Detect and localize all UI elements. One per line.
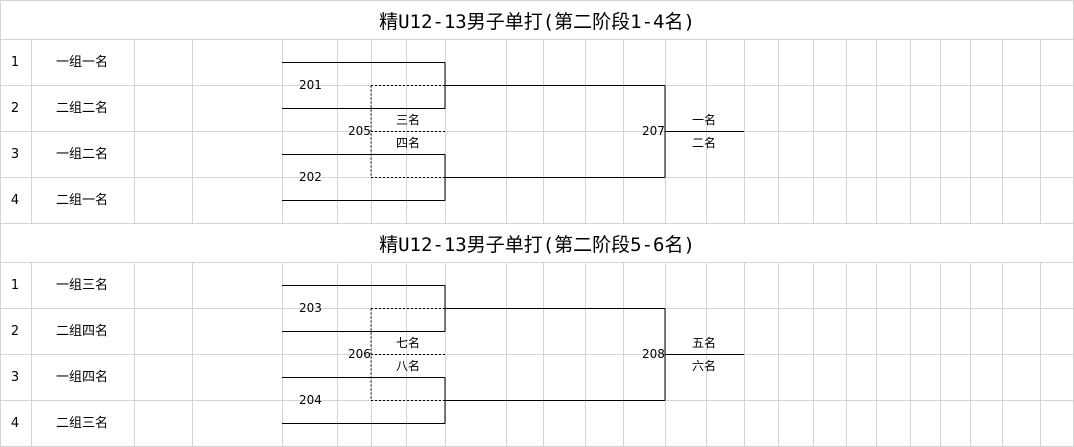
third-place-match-number: 206 [348,347,371,361]
player-slot: 一组三名 [55,278,108,293]
row-number: 2 [10,101,20,116]
bracket-title: 精U12-13男子单打(第二阶段1-4名) [379,11,695,33]
final-winner-label: 一名 [692,113,717,127]
player-slot: 二组二名 [55,101,108,116]
player-slot: 一组四名 [55,370,108,385]
final-loser-label: 二名 [692,136,717,150]
row-number: 3 [10,370,20,385]
row-number: 4 [10,416,20,431]
player-slot: 一组一名 [55,55,108,70]
player-slot: 一组二名 [55,147,108,162]
player-slot: 二组一名 [55,193,108,208]
final-loser-label: 六名 [692,359,717,373]
third-place-loser-label: 四名 [396,136,421,150]
match-number: 201 [299,78,322,92]
player-slot: 二组三名 [55,416,108,431]
final-match-number: 207 [642,124,665,138]
third-place-match-number: 205 [348,124,371,138]
bracket-title: 精U12-13男子单打(第二阶段5-6名) [379,234,695,256]
match-number: 203 [299,301,322,315]
row-number: 3 [10,147,20,162]
row-number: 4 [10,193,20,208]
match-number: 202 [299,170,322,184]
row-number: 1 [10,55,20,70]
third-place-loser-label: 八名 [396,359,421,373]
final-match-number: 208 [642,347,665,361]
row-number: 1 [10,278,20,293]
match-number: 204 [299,393,322,407]
third-place-winner-label: 七名 [396,336,421,350]
row-number: 2 [10,324,20,339]
final-winner-label: 五名 [692,336,717,350]
player-slot: 二组四名 [55,324,108,339]
third-place-winner-label: 三名 [396,113,421,127]
